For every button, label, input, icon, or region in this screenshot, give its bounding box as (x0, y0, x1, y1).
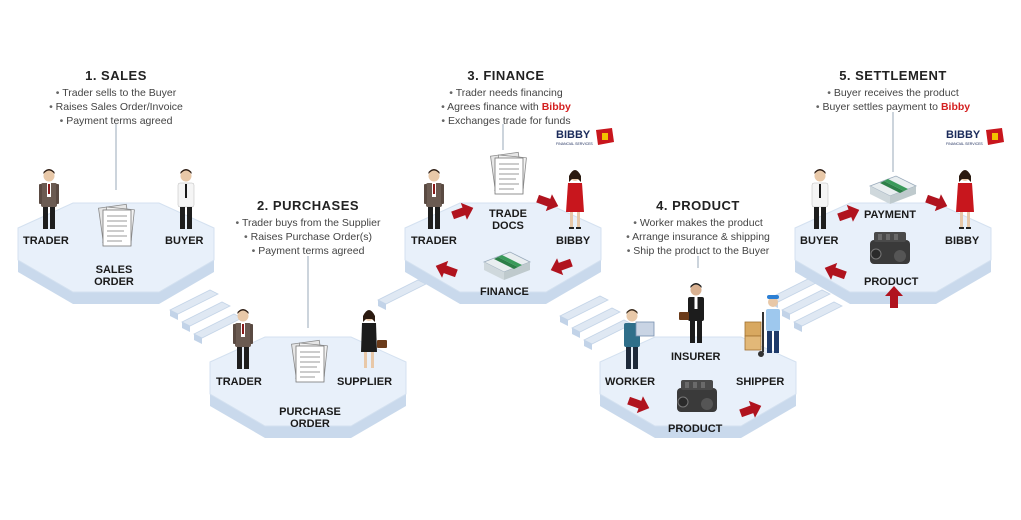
bullet: Raises Purchase Order(s) (188, 230, 428, 244)
bullet: Trader buys from the Supplier (188, 216, 428, 230)
bullet: Raises Sales Order/Invoice (0, 100, 236, 114)
stage-bullets: Trader needs financing Agrees finance wi… (386, 86, 626, 128)
svg-text:FINANCIAL SERVICES: FINANCIAL SERVICES (946, 142, 983, 146)
trader-label: TRADER (411, 235, 457, 247)
trade-docs-icon (490, 151, 527, 195)
trader-label: TRADER (216, 376, 262, 388)
bullet-text: Agrees finance with (447, 101, 542, 113)
label-line: ORDER (290, 418, 330, 430)
purchase-order-label: PURCHASE ORDER (255, 406, 365, 430)
bibby-logo: BIBBY FINANCIAL SERVICES (556, 128, 614, 146)
bullet: Worker makes the product (578, 216, 818, 230)
bibby-brand-text: Bibby (541, 101, 571, 113)
worker-label: WORKER (605, 376, 656, 388)
stage-bullets: Buyer receives the product Buyer settles… (773, 86, 1013, 114)
bibby-brand-text: Bibby (940, 101, 971, 113)
bibby-logo: BIBBY FINANCIAL SERVICES (946, 128, 1004, 146)
insurer-person-icon (679, 283, 704, 343)
label-line: DOCS (492, 220, 524, 232)
stage-title: 3. FINANCE (467, 68, 545, 83)
sales-order-label: SALES ORDER (59, 264, 169, 288)
bibby-label: BIBBY (945, 235, 980, 247)
bullet: Buyer receives the product (773, 86, 1013, 100)
settlement-header: 5. SETTLEMENT Buyer receives the product… (773, 68, 1013, 114)
bullet: Exchanges trade for funds (386, 114, 626, 128)
sales-order-doc-icon (98, 203, 135, 247)
bullet: Payment terms agreed (188, 244, 428, 258)
bullet: Arrange insurance & shipping (578, 230, 818, 244)
bullet: Ship the product to the Buyer (578, 244, 818, 258)
bibby-label: BIBBY (556, 235, 591, 247)
bullet: Trader needs financing (386, 86, 626, 100)
bullet-text: Buyer settles payment to (822, 101, 941, 113)
stage-title: 4. PRODUCT (656, 198, 740, 213)
payment-cash-icon (869, 175, 917, 205)
purchases-header: 2. PURCHASES Trader buys from the Suppli… (188, 198, 428, 258)
stage-title: 1. SALES (85, 68, 147, 83)
finance-label: FINANCE (480, 286, 529, 298)
svg-text:BIBBY: BIBBY (946, 129, 981, 141)
svg-text:FINANCIAL SERVICES: FINANCIAL SERVICES (556, 142, 593, 146)
shipper-label: SHIPPER (736, 376, 785, 388)
label-line: TRADE (489, 208, 527, 220)
svg-text:BIBBY: BIBBY (556, 129, 591, 141)
stage-bullets: Worker makes the product Arrange insuran… (578, 216, 818, 258)
label-line: ORDER (94, 276, 134, 288)
bullet: Payment terms agreed (0, 114, 236, 128)
trader-label: TRADER (23, 235, 69, 247)
product-header: 4. PRODUCT Worker makes the product Arra… (578, 198, 818, 258)
product-label: PRODUCT (668, 423, 723, 435)
payment-label: PAYMENT (864, 209, 916, 221)
trade-docs-label: TRADE DOCS (453, 208, 563, 232)
stage-bullets: Trader sells to the Buyer Raises Sales O… (0, 86, 236, 128)
bullet: Trader sells to the Buyer (0, 86, 236, 100)
buyer-label: BUYER (800, 235, 839, 247)
connector-steps-2 (377, 279, 427, 311)
stage-title: 5. SETTLEMENT (839, 68, 947, 83)
label-line: PURCHASE (279, 406, 341, 418)
purchase-order-doc-icon (291, 339, 328, 383)
bullet: Agrees finance with Bibby (386, 100, 626, 114)
product-label: PRODUCT (864, 276, 919, 288)
supplier-label: SUPPLIER (337, 376, 393, 388)
finance-header: 3. FINANCE Trader needs financing Agrees… (386, 68, 626, 128)
engine-product-icon (676, 379, 718, 413)
buyer-label: BUYER (165, 235, 204, 247)
bullet: Buyer settles payment to Bibby (773, 100, 1013, 114)
engine-product-icon (869, 231, 911, 265)
shipper-person-icon (744, 294, 781, 358)
stage-bullets: Trader buys from the Supplier Raises Pur… (188, 216, 428, 258)
insurer-label: INSURER (671, 351, 721, 363)
sales-header: 1. SALES Trader sells to the Buyer Raise… (0, 68, 236, 128)
label-line: SALES (95, 264, 133, 276)
stage-title: 2. PURCHASES (256, 198, 360, 213)
